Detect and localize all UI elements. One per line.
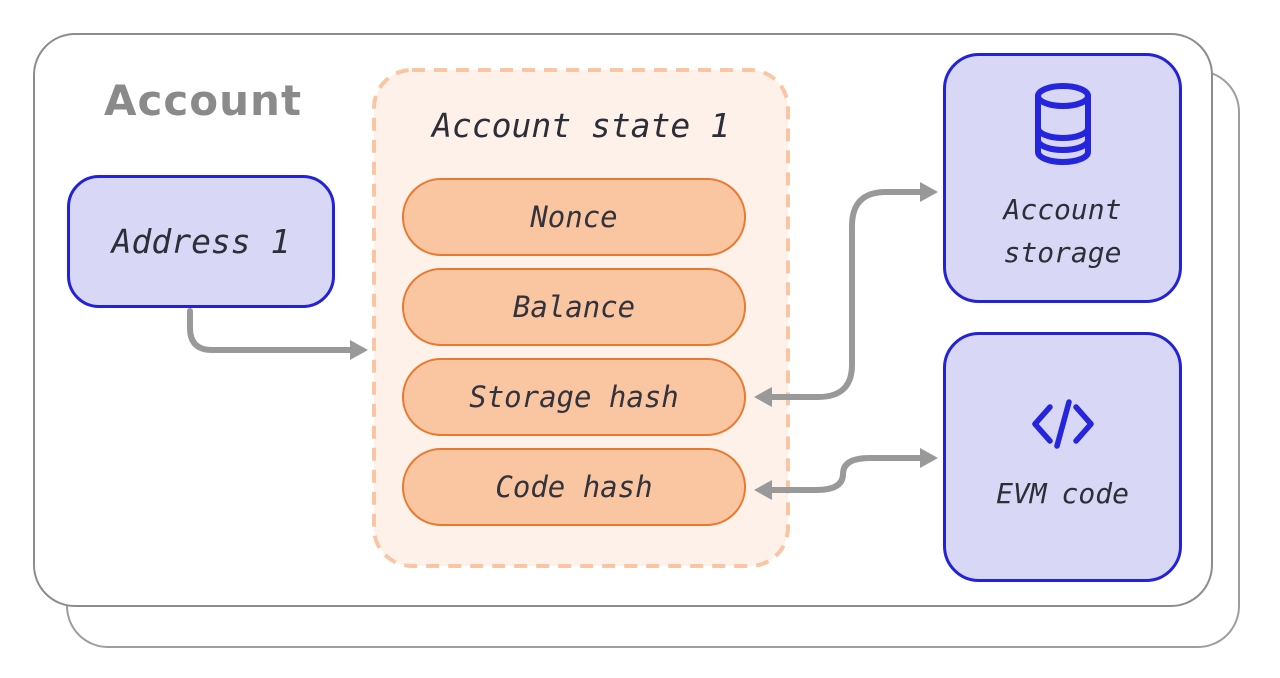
state-field-label: Storage hash [469,380,679,414]
account-state-title: Account state 1 [431,106,730,145]
database-icon [1031,82,1095,166]
state-field-storage-hash: Storage hash [402,358,746,436]
state-field-balance: Balance [402,268,746,346]
account-storage-node: Account storage [943,53,1182,303]
address-label: Address 1 [111,222,291,261]
page-title: Account [104,76,303,125]
evm-code-node: EVM code [943,332,1182,582]
arrow-address-to-state [187,308,353,353]
arrow-storagehash-accountstorage [769,189,923,400]
state-field-label: Code hash [495,470,653,504]
arrowhead-left-codehash [754,480,772,500]
evm-code-label: EVM code [996,477,1129,511]
arrowhead-left-storagehash [754,387,772,407]
code-icon [1029,398,1097,450]
state-field-label: Nonce [530,200,618,234]
state-field-code-hash: Code hash [402,448,746,526]
address-node: Address 1 [67,175,335,308]
arrow-codehash-evmcode [769,455,923,493]
arrowhead-right-evmcode [920,448,938,468]
arrowhead-right-accountstorage [920,182,938,202]
state-field-label: Balance [512,290,636,324]
account-storage-label: Account storage [1003,192,1122,269]
arrowhead-right-state [350,340,368,360]
state-field-nonce: Nonce [402,178,746,256]
